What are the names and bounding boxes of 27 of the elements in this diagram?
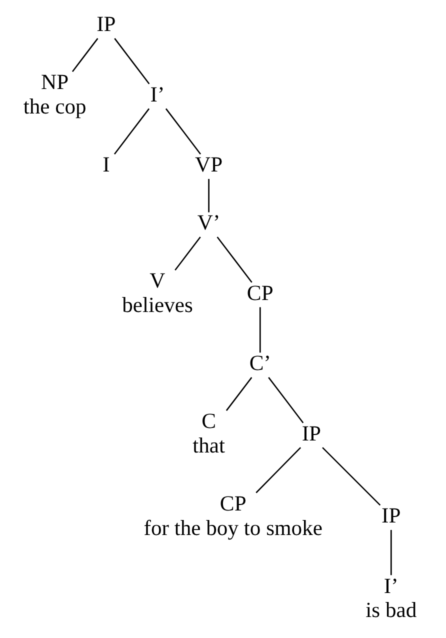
- connector: [114, 108, 150, 155]
- connector: [256, 447, 302, 494]
- node-text: I: [102, 152, 110, 177]
- node-text: IP: [302, 421, 322, 446]
- connector: [216, 236, 252, 283]
- connector: [390, 530, 392, 576]
- node-text: V’: [197, 210, 220, 235]
- connector: [322, 447, 381, 506]
- node-text: I’: [150, 82, 165, 106]
- connector: [208, 178, 210, 212]
- connector: [165, 108, 202, 155]
- node-text: I’ is bad: [366, 574, 417, 622]
- connector: [114, 38, 150, 84]
- connector: [72, 38, 98, 72]
- connector: [226, 377, 252, 411]
- connector: [259, 307, 261, 353]
- node-text: VP: [195, 152, 223, 177]
- connector: [174, 236, 201, 271]
- node-text: CP for the boy to smoke: [144, 492, 322, 540]
- node-text: V believes: [122, 268, 193, 317]
- node-text: C that: [192, 409, 226, 458]
- node-text: NP the cop: [23, 70, 86, 118]
- node-text: IP: [96, 12, 116, 36]
- node-text: IP: [382, 504, 401, 528]
- node-text: CP: [246, 280, 274, 305]
- connector: [268, 377, 304, 424]
- node-text: C’: [249, 351, 271, 376]
